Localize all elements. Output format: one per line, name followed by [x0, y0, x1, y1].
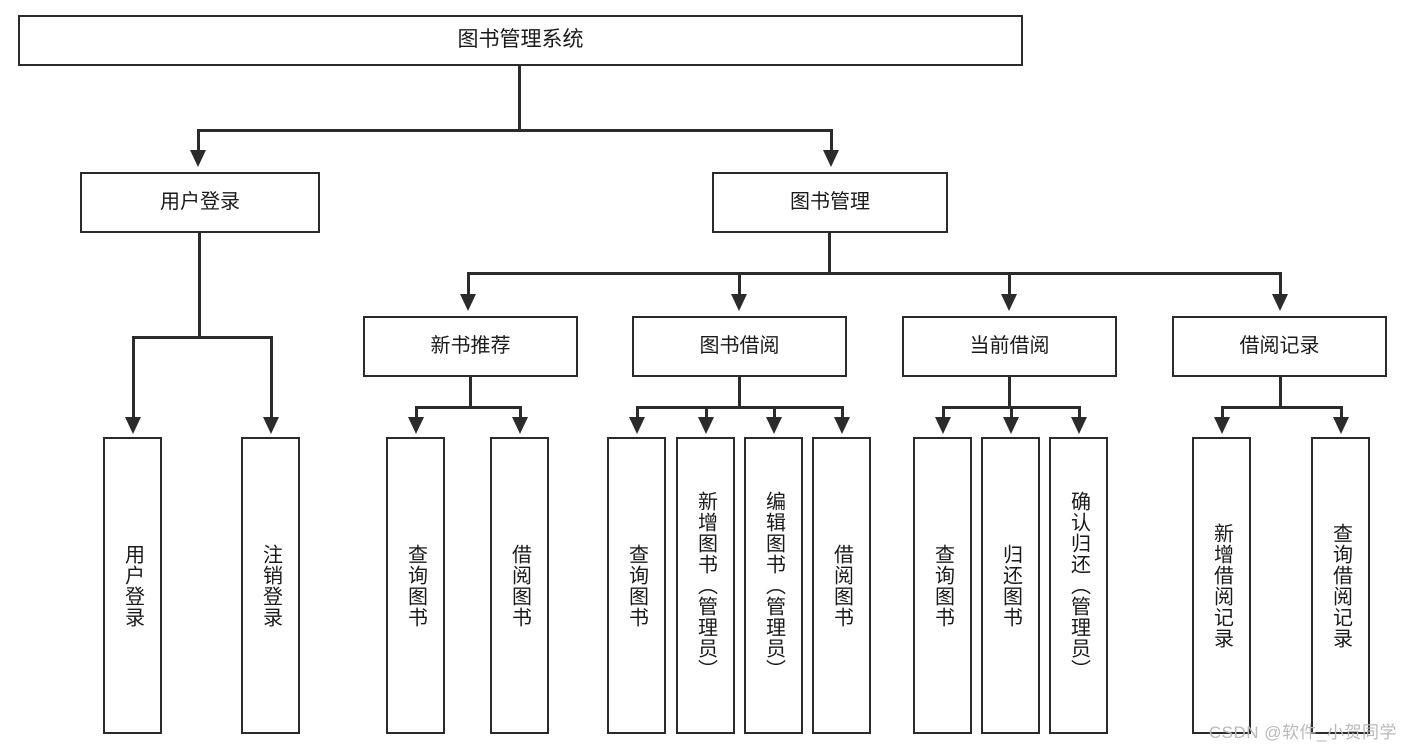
- arrow-book-borrow-leaf-3: [766, 417, 782, 434]
- edge-book-manage-bus: [467, 272, 1279, 275]
- edge-new-book-stem: [469, 377, 472, 406]
- edge-root-to-book-manage: [830, 129, 833, 152]
- edge-user-login-bus: [132, 336, 270, 339]
- edge-new-book-drop-1: [415, 406, 418, 418]
- edge-current-borrow-drop-3: [1078, 406, 1081, 418]
- leaf-borrow-record-1[interactable]: 新增借阅记录: [1192, 437, 1251, 734]
- edge-borrow-record-stem: [1279, 377, 1282, 406]
- watermark: CSDN @软件_小贺同学: [1208, 723, 1397, 742]
- leaf-label: 借阅图书: [830, 543, 853, 628]
- arrow-book-manage-child-4: [1272, 294, 1288, 311]
- arrow-root-to-user-login: [190, 150, 206, 167]
- edge-current-borrow-drop-1: [942, 406, 945, 418]
- arrow-user-login-leaf-1: [125, 417, 141, 434]
- edge-book-borrow-drop-3: [773, 406, 776, 418]
- arrow-book-manage-child-1: [460, 294, 476, 311]
- edge-book-borrow-bus: [636, 406, 844, 409]
- edge-borrow-record-drop-1: [1221, 406, 1224, 418]
- edge-root-stem: [518, 66, 521, 129]
- arrow-book-borrow-leaf-1: [629, 417, 645, 434]
- arrow-book-manage-child-3: [1001, 294, 1017, 311]
- arrow-borrow-record-leaf-1: [1214, 417, 1230, 434]
- leaf-label: 查询图书: [404, 543, 427, 628]
- node-user-login[interactable]: 用户登录: [80, 172, 320, 233]
- edge-book-borrow-drop-2: [705, 406, 708, 418]
- node-book-manage[interactable]: 图书管理: [712, 172, 948, 233]
- edge-current-borrow-stem: [1008, 377, 1011, 406]
- edge-user-login-drop-2: [270, 336, 273, 418]
- edge-root-to-user-login: [197, 129, 200, 152]
- edge-book-borrow-drop-4: [841, 406, 844, 418]
- edge-book-borrow-drop-1: [636, 406, 639, 418]
- node-book-manage-label: 图书管理: [790, 191, 870, 213]
- leaf-user-login-1[interactable]: 用户登录: [103, 437, 162, 734]
- edge-new-book-bus: [415, 406, 519, 409]
- node-current-borrow[interactable]: 当前借阅: [902, 316, 1117, 377]
- arrow-root-to-book-manage: [823, 150, 839, 167]
- node-user-login-label: 用户登录: [160, 191, 240, 213]
- leaf-label: 借阅图书: [508, 543, 531, 628]
- node-root[interactable]: 图书管理系统: [18, 15, 1023, 66]
- leaf-label: 编辑图书（管理员）: [762, 491, 785, 680]
- edge-current-borrow-drop-2: [1010, 406, 1013, 418]
- edge-root-bus: [197, 129, 833, 132]
- leaf-book-borrow-4[interactable]: 借阅图书: [812, 437, 871, 734]
- leaf-label: 注销登录: [259, 543, 282, 628]
- edge-book-borrow-stem: [738, 377, 741, 406]
- leaf-label: 用户登录: [121, 543, 144, 628]
- arrow-user-login-leaf-2: [263, 417, 279, 434]
- edge-new-book-drop-2: [519, 406, 522, 418]
- node-borrow-record-label: 借阅记录: [1239, 335, 1320, 357]
- edge-user-login-drop-1: [132, 336, 135, 418]
- arrow-book-borrow-leaf-4: [834, 417, 850, 434]
- leaf-book-borrow-3[interactable]: 编辑图书（管理员）: [744, 437, 803, 734]
- leaf-current-borrow-1[interactable]: 查询图书: [913, 437, 972, 734]
- leaf-current-borrow-3[interactable]: 确认归还（管理员）: [1049, 437, 1108, 734]
- edge-book-manage-drop-2: [738, 272, 741, 295]
- arrow-current-borrow-leaf-3: [1071, 417, 1087, 434]
- arrow-new-book-leaf-1: [408, 417, 424, 434]
- arrow-current-borrow-leaf-2: [1003, 417, 1019, 434]
- edge-book-manage-drop-1: [467, 272, 470, 295]
- node-new-book-recommend[interactable]: 新书推荐: [363, 316, 578, 377]
- arrow-borrow-record-leaf-2: [1333, 417, 1349, 434]
- node-borrow-record[interactable]: 借阅记录: [1172, 316, 1387, 377]
- edge-book-manage-drop-3: [1008, 272, 1011, 295]
- leaf-new-book-1[interactable]: 查询图书: [386, 437, 445, 734]
- edge-book-manage-stem: [828, 233, 831, 272]
- leaf-book-borrow-1[interactable]: 查询图书: [607, 437, 666, 734]
- arrow-current-borrow-leaf-1: [935, 417, 951, 434]
- leaf-book-borrow-2[interactable]: 新增图书（管理员）: [676, 437, 735, 734]
- leaf-label: 新增借阅记录: [1210, 522, 1233, 649]
- arrow-book-borrow-leaf-2: [698, 417, 714, 434]
- leaf-user-login-2[interactable]: 注销登录: [241, 437, 300, 734]
- node-new-book-recommend-label: 新书推荐: [430, 335, 511, 357]
- leaf-label: 归还图书: [999, 543, 1022, 628]
- node-current-borrow-label: 当前借阅: [969, 335, 1050, 357]
- edge-user-login-stem: [198, 233, 201, 336]
- leaf-label: 查询图书: [931, 543, 954, 628]
- leaf-label: 新增图书（管理员）: [694, 491, 717, 680]
- arrow-book-manage-child-2: [731, 294, 747, 311]
- leaf-label: 确认归还（管理员）: [1067, 491, 1090, 680]
- node-book-borrow[interactable]: 图书借阅: [632, 316, 847, 377]
- leaf-current-borrow-2[interactable]: 归还图书: [981, 437, 1040, 734]
- node-book-borrow-label: 图书借阅: [699, 335, 780, 357]
- leaf-label: 查询图书: [625, 543, 648, 628]
- node-root-label: 图书管理系统: [457, 28, 584, 52]
- leaf-label: 查询借阅记录: [1329, 522, 1352, 649]
- edge-borrow-record-bus: [1221, 406, 1340, 409]
- edge-borrow-record-drop-2: [1340, 406, 1343, 418]
- leaf-new-book-2[interactable]: 借阅图书: [490, 437, 549, 734]
- leaf-borrow-record-2[interactable]: 查询借阅记录: [1311, 437, 1370, 734]
- edge-book-manage-drop-4: [1279, 272, 1282, 295]
- arrow-new-book-leaf-2: [512, 417, 528, 434]
